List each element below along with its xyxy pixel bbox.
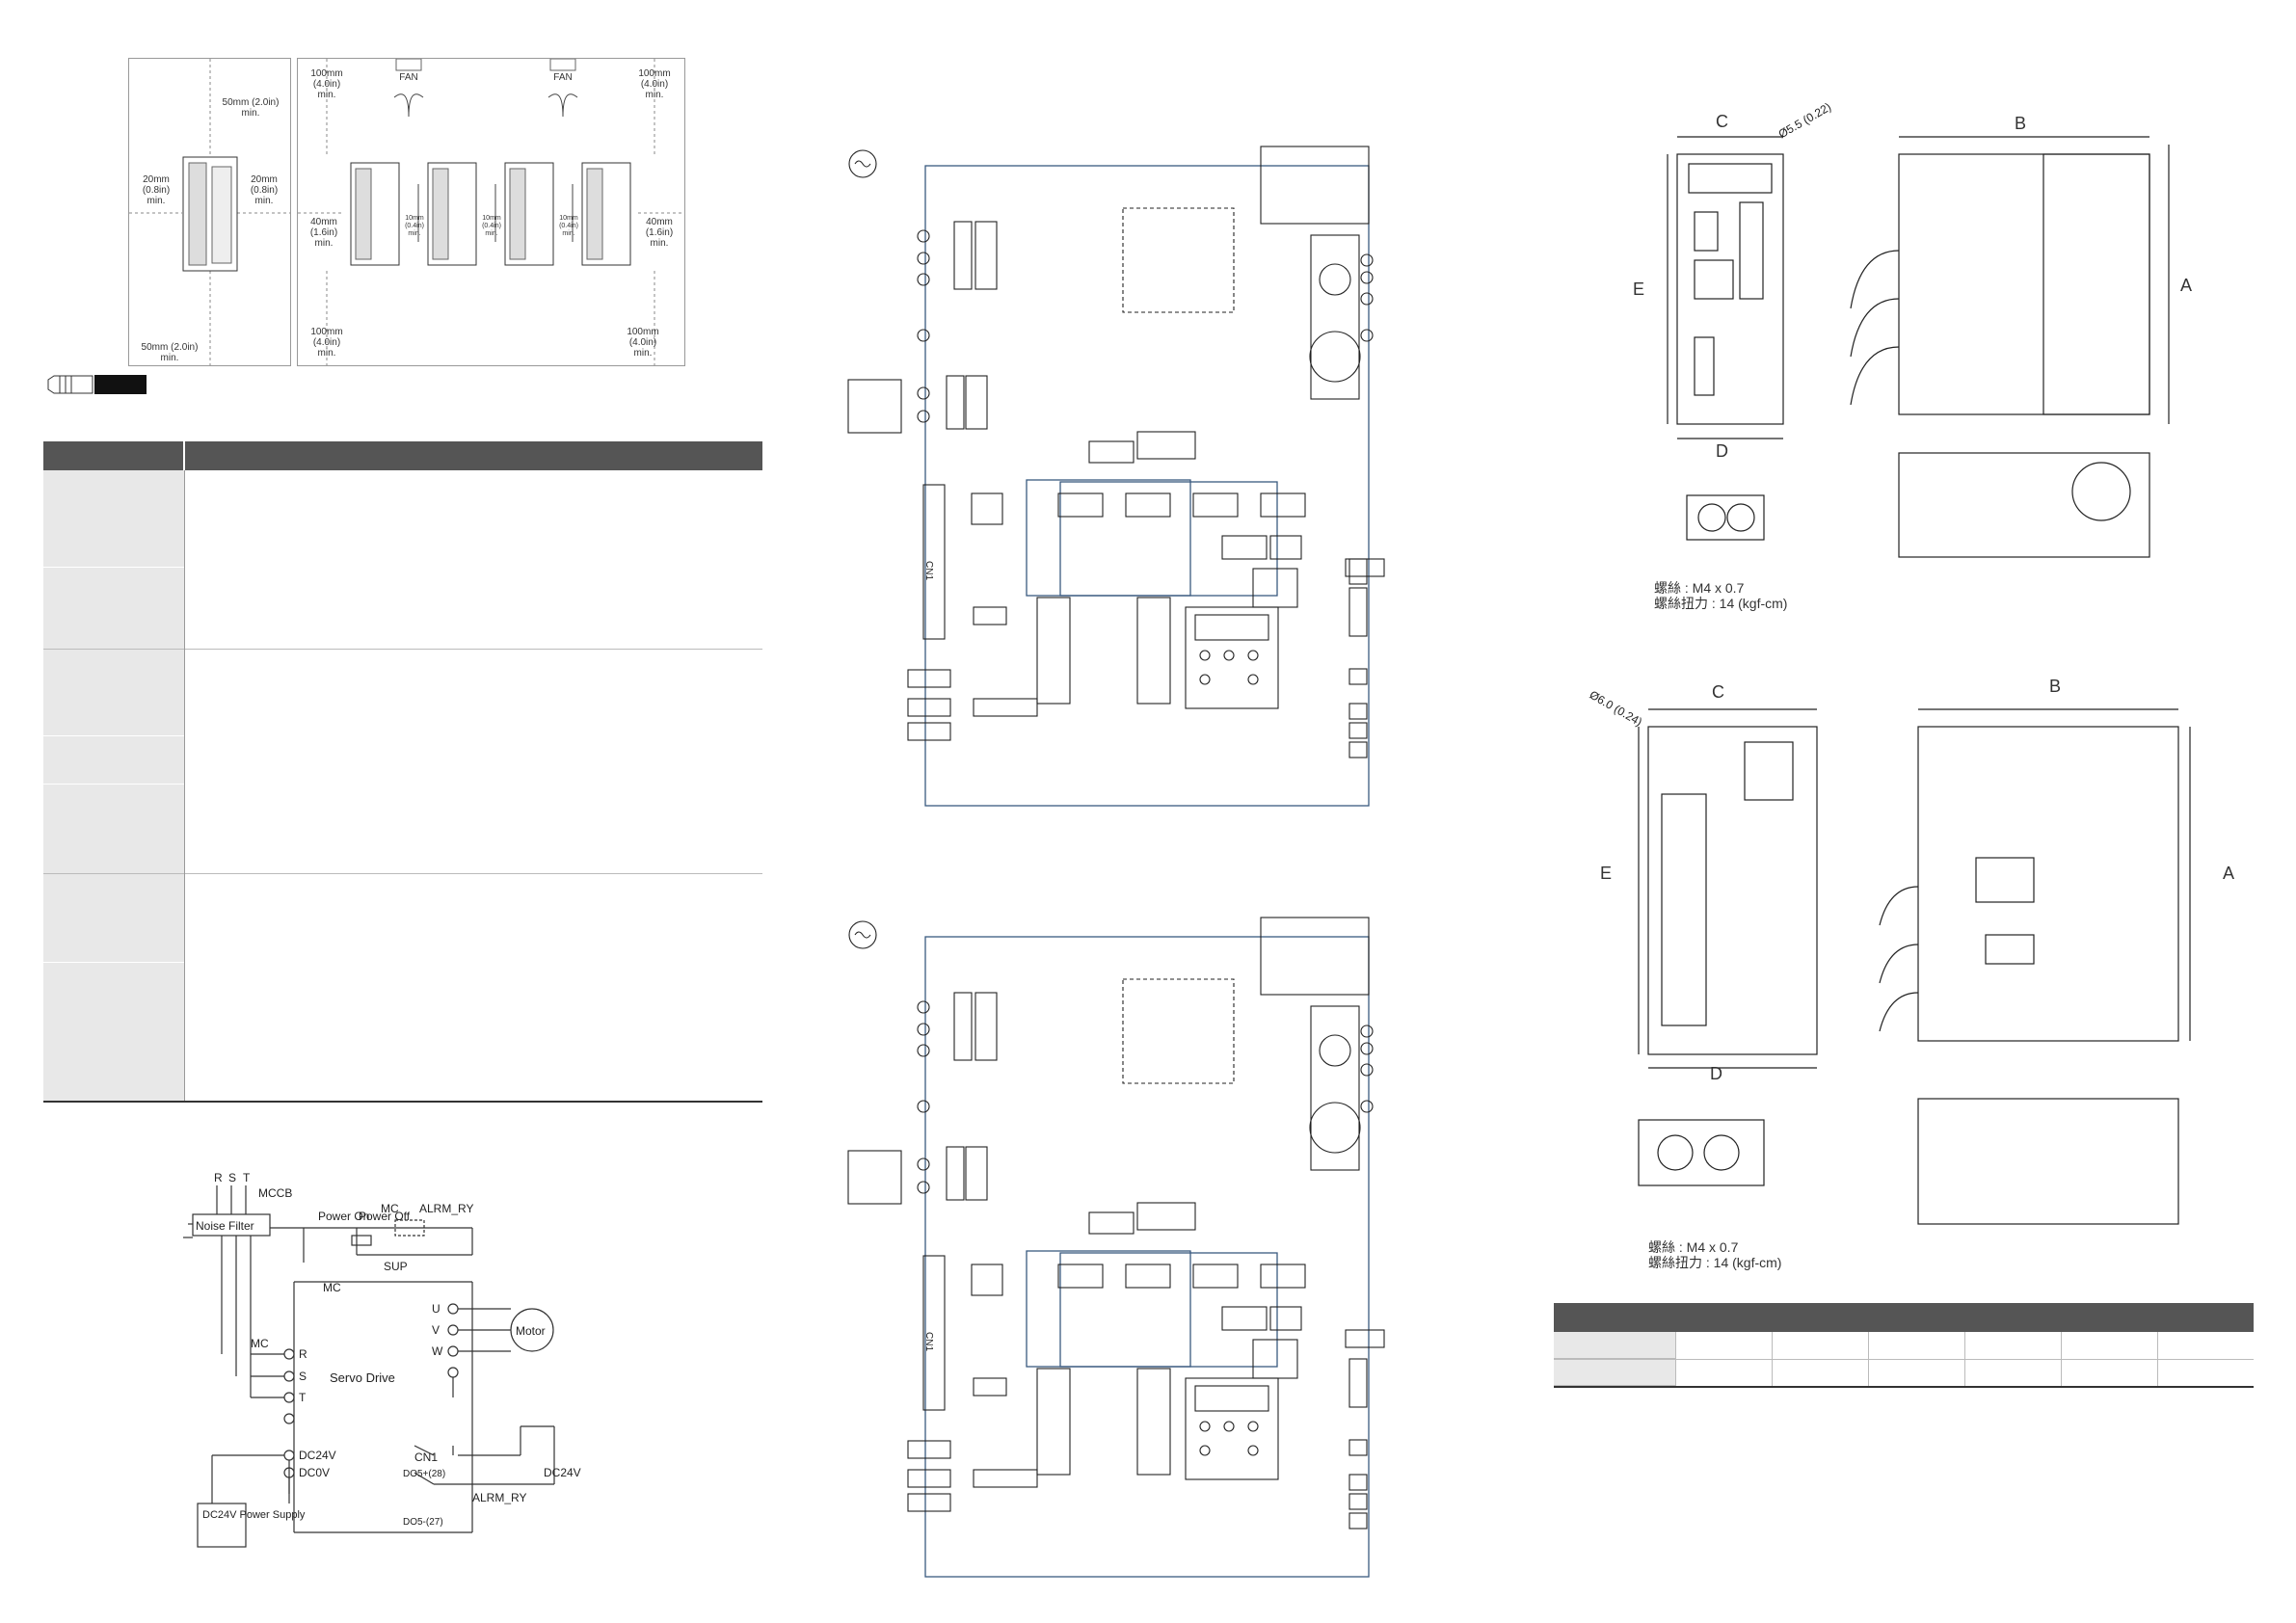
dimension-drawing-large bbox=[1638, 708, 2191, 1225]
dim-a-top: A bbox=[2180, 276, 2193, 295]
bottom-right-clear-label: 100mm (4.0in) min. bbox=[627, 327, 659, 359]
block-diagram-bottom: CN1 bbox=[847, 917, 1385, 1578]
dimension-table-cell bbox=[1554, 1359, 1676, 1386]
bottom-clear-label: 50mm (2.0in) min. bbox=[141, 342, 199, 363]
right-clear-label: 20mm (0.8in) min. bbox=[250, 174, 279, 206]
dimension-table-cell bbox=[1554, 1332, 1676, 1359]
terminal-v-label: V bbox=[432, 1323, 440, 1337]
power-off-label: Power Off bbox=[359, 1210, 411, 1223]
spec-sub-divider bbox=[43, 962, 184, 963]
torque-top-label: 螺絲扭力 : 14 (kgf-cm) bbox=[1654, 596, 1788, 611]
dimension-table bbox=[1554, 1303, 2254, 1388]
spec-row-divider bbox=[43, 873, 762, 874]
do5-plus-label: DO5+(28) bbox=[403, 1469, 445, 1479]
screw-top-label: 螺絲 : M4 x 0.7 bbox=[1654, 580, 1745, 596]
terminal-t-label: T bbox=[299, 1391, 307, 1404]
spec-row-divider bbox=[43, 649, 762, 650]
dim-b-top: B bbox=[2015, 114, 2027, 133]
dim-c-bottom: C bbox=[1712, 682, 1724, 702]
top-clear-label: 50mm (2.0in) min. bbox=[222, 97, 280, 119]
spec-sub-divider bbox=[43, 784, 184, 785]
between-clear-label-1: 10mm (0.4in) min. bbox=[405, 215, 424, 237]
top-left-clear-label: 100mm (4.0in) min. bbox=[310, 68, 343, 100]
dim-e-bottom: E bbox=[1600, 864, 1613, 883]
dc24v-label: DC24V bbox=[299, 1449, 336, 1462]
motor-label: Motor bbox=[516, 1324, 546, 1338]
bottom-left-clear-label: 100mm (4.0in) min. bbox=[310, 327, 343, 359]
dim-e-top: E bbox=[1633, 279, 1645, 299]
alrm-ry-label: ALRM_RY bbox=[419, 1202, 473, 1215]
cn1-wiring-label: CN1 bbox=[414, 1450, 438, 1464]
dimension-table-header bbox=[1554, 1303, 2254, 1332]
do5-minus-label: DO5-(27) bbox=[403, 1517, 443, 1528]
multi-drive-drawing bbox=[298, 59, 684, 365]
dim-d-bottom: D bbox=[1710, 1064, 1722, 1083]
between-clear-label-2: 10mm (0.4in) min. bbox=[482, 215, 501, 237]
side-left-clear-label: 40mm (1.6in) min. bbox=[309, 217, 338, 249]
power-on-label: Power On bbox=[318, 1210, 369, 1223]
side-right-clear-label: 40mm (1.6in) min. bbox=[645, 217, 674, 249]
dc0v-label: DC0V bbox=[299, 1466, 330, 1479]
terminal-r-label: R bbox=[299, 1347, 307, 1361]
screw-bottom-label: 螺絲 : M4 x 0.7 bbox=[1648, 1239, 1739, 1255]
installation-panel-single: 50mm (2.0in) min. 20mm (0.8in) min. 20mm… bbox=[128, 58, 291, 366]
wiring-diagram: R S T MCCB Noise Filter MC MC ALRM_RY SU… bbox=[183, 1171, 581, 1548]
left-clear-label: 20mm (0.8in) min. bbox=[142, 174, 171, 206]
between-clear-label-3: 10mm (0.4in) min. bbox=[559, 215, 578, 237]
terminal-s-label: S bbox=[299, 1370, 307, 1383]
mccb-label: MCCB bbox=[258, 1186, 292, 1200]
terminal-u-label: U bbox=[432, 1302, 441, 1316]
block-diagram-top: CN1 bbox=[847, 146, 1385, 807]
fan-label-right: FAN bbox=[553, 72, 573, 83]
psu-label: DC24V Power Supply bbox=[202, 1509, 306, 1521]
installation-panel-multi: FAN FAN 100mm (4.0in) min. 100mm (4.0in)… bbox=[297, 58, 685, 366]
torque-bottom-label: 螺絲扭力 : 14 (kgf-cm) bbox=[1648, 1255, 1782, 1270]
dc24v-right-label: DC24V bbox=[544, 1466, 581, 1479]
spec-sub-divider bbox=[43, 567, 184, 568]
spec-table-header bbox=[43, 441, 762, 470]
alrm-ry-coil-label: ALRM_RY bbox=[472, 1491, 526, 1504]
mc-rst-label: MC bbox=[251, 1337, 269, 1350]
spec-table-left-column bbox=[43, 470, 184, 1101]
dimension-drawing-small bbox=[1667, 136, 2170, 558]
sup-label: SUP bbox=[384, 1260, 408, 1273]
wire-t-label: T bbox=[243, 1171, 251, 1184]
cn1-label-bottom: CN1 bbox=[923, 1332, 934, 1351]
dim-row-divider bbox=[1554, 1359, 2254, 1360]
wire-s-label: S bbox=[228, 1171, 236, 1184]
terminal-w-label: W bbox=[432, 1344, 443, 1358]
cn1-label-top: CN1 bbox=[923, 561, 934, 580]
top-right-clear-label: 100mm (4.0in) min. bbox=[638, 68, 671, 100]
pencil-icon bbox=[46, 374, 94, 395]
dim-d-top: D bbox=[1716, 441, 1728, 461]
servo-drive-label: Servo Drive bbox=[330, 1370, 395, 1385]
note-badge bbox=[94, 375, 147, 394]
mc-bottom-label: MC bbox=[323, 1281, 341, 1294]
dim-c-top: C bbox=[1716, 112, 1728, 131]
noise-filter-label: Noise Filter bbox=[196, 1219, 254, 1233]
mc-top-label: MC bbox=[381, 1202, 399, 1215]
wire-r-label: R bbox=[214, 1171, 223, 1184]
spec-sub-divider bbox=[43, 735, 184, 736]
dim-a-bottom: A bbox=[2223, 864, 2235, 883]
spec-col-divider bbox=[184, 470, 185, 1101]
dim-b-bottom: B bbox=[2049, 677, 2062, 696]
single-drive-drawing bbox=[129, 59, 290, 365]
spec-table bbox=[43, 441, 762, 1103]
fan-label-left: FAN bbox=[399, 72, 418, 83]
